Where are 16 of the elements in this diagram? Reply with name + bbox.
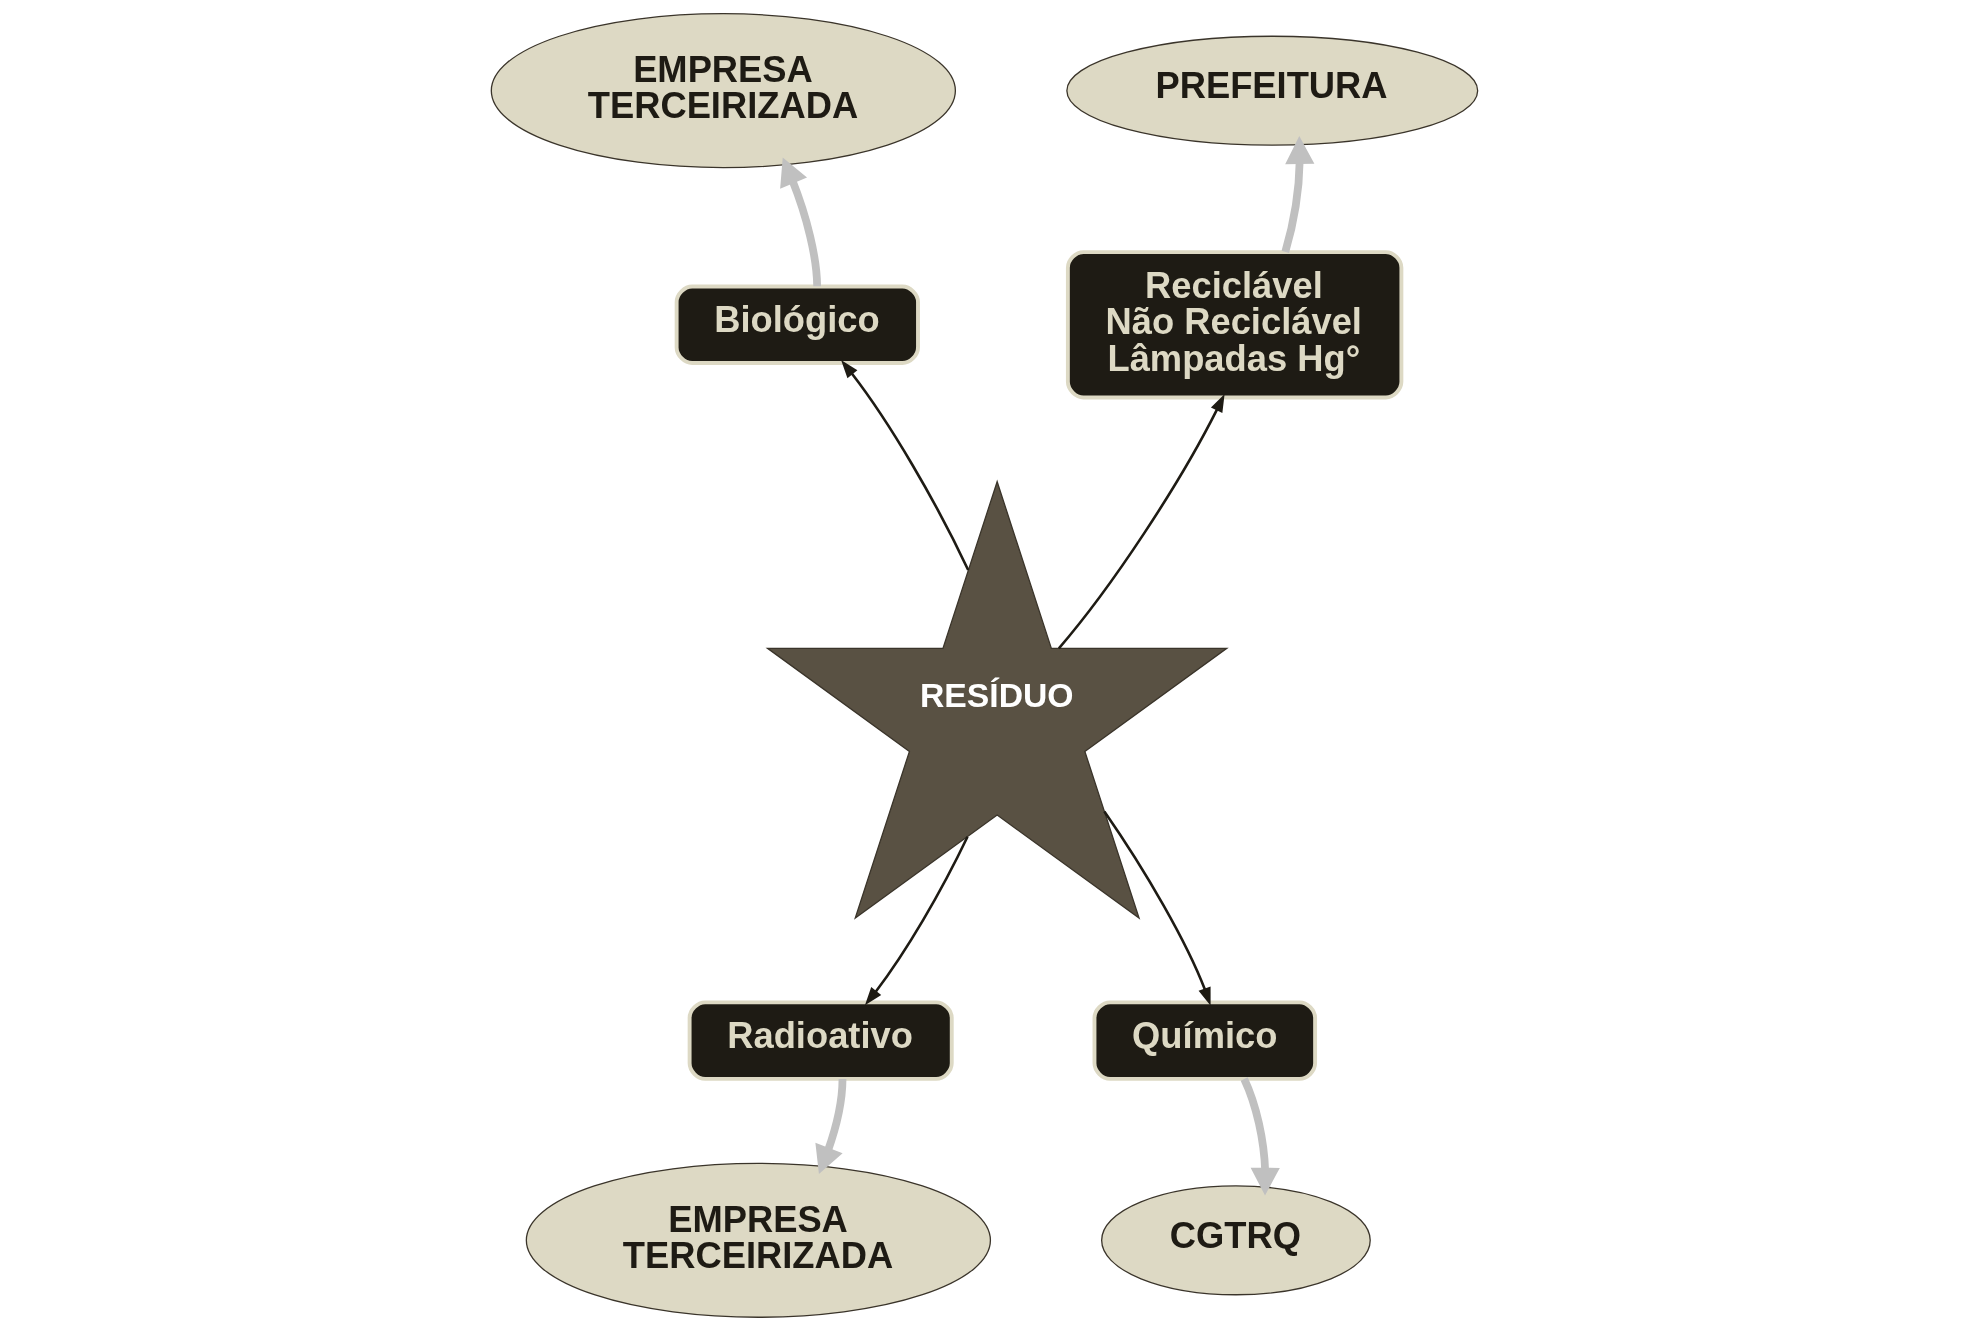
arrow: [1281, 136, 1315, 253]
node-ellipse: CGTRQ: [1101, 1185, 1371, 1296]
node-ellipse: PREFEITURA: [1066, 35, 1479, 146]
arrow: [780, 157, 822, 287]
node-ellipse: EMPRESA TERCEIRIZADA: [525, 1162, 992, 1318]
arrow: [1240, 1077, 1280, 1196]
arrow: [1057, 393, 1225, 650]
arrow: [841, 360, 970, 571]
node-ellipse: EMPRESA TERCEIRIZADA: [490, 13, 956, 169]
arrow: [1103, 810, 1211, 1006]
node-box: Reciclável Não Reciclável Lâmpadas Hg°: [1065, 250, 1404, 400]
node-box: Biológico: [674, 284, 920, 365]
node-box: Químico: [1092, 1000, 1318, 1081]
arrow: [864, 836, 969, 1006]
node-box: Radioativo: [687, 1000, 954, 1081]
arrow: [815, 1078, 847, 1174]
